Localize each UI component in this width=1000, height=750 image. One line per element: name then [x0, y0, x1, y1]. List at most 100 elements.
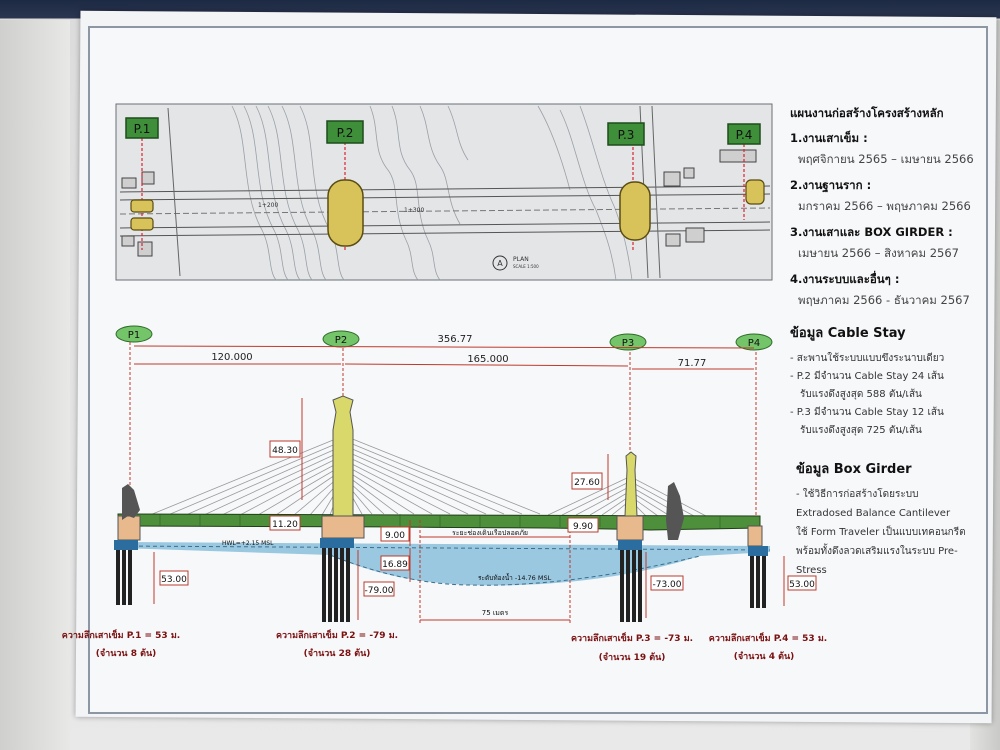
box-girder-line-3: ใช้ Form Traveler เป็นแบบเทคอนกรีต: [796, 527, 966, 538]
total-span-label: 356.77: [438, 334, 473, 345]
plan-pier-p3: P.3: [607, 122, 651, 250]
pile-caption-p3-count: (จำนวน 19 ต้น): [599, 652, 666, 663]
cable-stay-line-1: - สะพานใช้ระบบแบบขึงระนาบเดียว: [790, 353, 945, 364]
box-girder-line-2: Extradosed Balance Cantilever: [796, 508, 951, 519]
tower-p2: [332, 395, 354, 517]
pier-cap-p3: [616, 515, 644, 541]
pier-cap-p1: [117, 515, 141, 541]
cables-p2: [149, 437, 541, 516]
plan-view: P.1 P.2 P.3 P.4 1+200 1+300 A PLAN SCALE…: [115, 103, 773, 281]
pile-caption-p4-depth: ความลึกเสาเข็ม P.4 = 53 ม.: [709, 631, 827, 644]
footing-p1: [130, 199, 154, 213]
height-dimension-lines: [153, 398, 785, 624]
section-marker-label: A: [497, 259, 503, 268]
height-label-tower-p2: 48.30: [269, 440, 301, 458]
riverbed-label: ระดับท้องน้ำ -14.76 MSL: [478, 573, 552, 582]
footing-p4: [745, 179, 765, 205]
footing-p1-b: [130, 217, 154, 231]
cable-stay-line-4: - P.3 มีจำนวน Cable Stay 12 เส้น: [790, 407, 944, 418]
pier-box-p1: [125, 117, 159, 139]
plan-pier-label-p1: P.1: [134, 122, 151, 136]
piles-p1: [116, 550, 132, 605]
piles-p2: [322, 548, 350, 622]
box-girder-line-5: Stress: [796, 565, 827, 576]
abutment-sculpture-left: [122, 484, 140, 520]
pile-depth-label-p1: 53.00: [159, 570, 189, 586]
pier-cap-p2: [321, 515, 365, 539]
hwl-line: [117, 545, 771, 551]
pier-box-p2: [326, 120, 364, 144]
station-label-1: 1+200: [258, 202, 278, 209]
section-marker-icon: [492, 255, 508, 271]
abutment-sculpture-right: [666, 482, 684, 540]
pier-box-p3: [607, 122, 645, 146]
plan-pier-p2: P.2: [326, 120, 364, 250]
pile-caption-p1-depth: ความลึกเสาเข็ม P.1 = 53 ม.: [62, 628, 180, 641]
svg-text:53.00: 53.00: [789, 580, 815, 590]
wall-panel-left: [0, 20, 70, 750]
svg-text:-79.00: -79.00: [364, 586, 393, 596]
pier-marker-p1: P1: [115, 325, 153, 343]
pier-marker-p2: P2: [322, 330, 360, 348]
height-label-deck-p2: 11.20: [269, 515, 301, 531]
plan-pier-p1: P.1: [125, 117, 159, 250]
box-girder-line-1: - ใช้วิธีการก่อสร้างโดยระบบ: [796, 489, 919, 500]
span-label-3: 71.77: [678, 358, 707, 369]
elevation-view: P1 P2 P3 P4 356.77 120.000 165.000 71.77: [62, 325, 827, 663]
plan-pier-label-p4: P.4: [736, 128, 753, 142]
plan-title: PLAN: [513, 256, 529, 263]
contour-lines: [231, 105, 633, 281]
pile-cap-p4: [748, 546, 768, 556]
pile-caption-p2-count: (จำนวน 28 ต้น): [304, 648, 371, 659]
piles-p3: [620, 550, 642, 622]
schedule-item-1-title: 1.งานเสาเข็ม :: [790, 130, 868, 145]
footing-p2: [327, 179, 364, 247]
pile-caption-p3-depth: ความลึกเสาเข็ม P.3 = -73 ม.: [571, 631, 693, 644]
pile-caption-p1-count: (จำนวน 8 ต้น): [96, 648, 156, 659]
svg-text:53.00: 53.00: [161, 575, 187, 585]
height-label-tower-p3: 27.60: [571, 472, 603, 490]
pile-cap-p3: [618, 540, 642, 550]
cable-stay-line-3: รับแรงดึงสูงสุด 588 ตัน/เส้น: [800, 389, 922, 400]
box-girder-line-4: พร้อมทั้งดึงลวดเสริมแรงในระบบ Pre-: [796, 546, 958, 557]
pile-depth-label-p2: -79.00: [363, 581, 395, 597]
pier-marker-p4: P4: [735, 333, 773, 351]
pier-marker-p3: P3: [609, 333, 647, 351]
schedule-item-1-dates: พฤศจิกายน 2565 – เมษายน 2566: [798, 152, 974, 166]
elev-pier-label-p1: P1: [128, 330, 140, 341]
pier-cap-p4: [747, 525, 763, 547]
plan-pier-p4: P.4: [727, 123, 765, 220]
elev-pier-label-p2: P2: [335, 335, 347, 346]
navigation-clearance-label: ระยะช่องเดินเรือปลอดภัย: [452, 529, 528, 537]
footing-p3: [619, 181, 651, 241]
construction-schedule: แผนงานก่อสร้างโครงสร้างหลัก 1.งานเสาเข็ม…: [790, 107, 980, 321]
piles-p4: [750, 556, 766, 608]
height-label-deck-p3: 9.90: [567, 517, 599, 533]
box-girder-title: ข้อมูล Box Girder: [796, 462, 912, 477]
pile-cap-p2: [320, 538, 354, 548]
cable-stay-line-2: - P.2 มีจำนวน Cable Stay 24 เส้น: [790, 371, 944, 382]
pile-cap-p1: [114, 540, 138, 550]
plan-structures: [121, 149, 757, 257]
pile-depth-label-p4: 53.00: [787, 575, 817, 591]
clearance-label: 9.00: [380, 526, 410, 542]
plan-pier-label-p3: P.3: [618, 128, 635, 142]
road-alignment: [119, 105, 771, 279]
plan-scale: SCALE 1:500: [513, 264, 539, 269]
pile-depth-label-p3: -73.00: [650, 575, 684, 591]
box-girder-deck: [117, 513, 761, 531]
svg-text:27.60: 27.60: [574, 478, 600, 488]
schedule-item-2-dates: มกราคม 2566 – พฤษภาคม 2566: [798, 199, 971, 213]
box-girder-info: ข้อมูล Box Girder - ใช้วิธีการก่อสร้างโด…: [796, 458, 986, 584]
channel-width-label: 75 เมตร: [482, 609, 509, 617]
water-depth-label: 16.89: [380, 555, 410, 571]
cables-p3: [547, 477, 707, 517]
svg-text:16.89: 16.89: [382, 560, 408, 570]
riverbed-line: [329, 554, 701, 586]
svg-text:11.20: 11.20: [272, 520, 298, 530]
cable-stay-info: ข้อมูล Cable Stay - สะพานใช้ระบบแบบขึงระ…: [790, 322, 980, 443]
svg-text:9.00: 9.00: [385, 531, 405, 541]
plan-frame: [115, 103, 773, 281]
svg-text:-73.00: -73.00: [652, 580, 681, 590]
